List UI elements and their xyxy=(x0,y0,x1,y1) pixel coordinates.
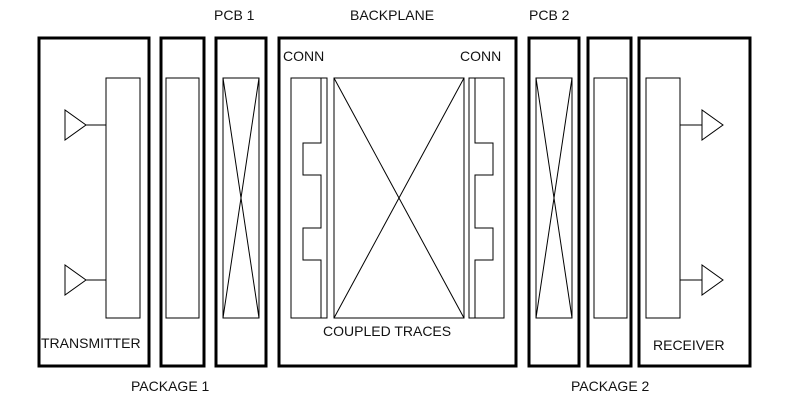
package2-label: PACKAGE 2 xyxy=(571,378,650,394)
pcb1-label: PCB 1 xyxy=(214,7,255,23)
pcb1-block xyxy=(214,36,268,368)
driver-buffer-bottom-icon xyxy=(64,264,106,296)
package1-outline xyxy=(159,36,206,368)
pcb2-label: PCB 2 xyxy=(529,7,570,23)
backplane-block xyxy=(277,36,518,368)
transmitter-label: TRANSMITTER xyxy=(41,335,141,351)
package1-block xyxy=(159,36,206,368)
connector-right-label: CONN xyxy=(460,48,502,64)
receiver-block xyxy=(637,36,752,368)
transmitter-block xyxy=(37,36,151,368)
package2-inner xyxy=(593,77,628,319)
connector-left-label: CONN xyxy=(283,48,325,64)
coupled-traces xyxy=(333,77,465,319)
receiver-bus-bar xyxy=(645,77,681,319)
connector-right xyxy=(468,77,505,319)
pcb1-trace xyxy=(222,77,260,319)
pcb2-cross-b xyxy=(535,77,573,319)
connector-left xyxy=(290,77,328,319)
package2-block xyxy=(586,36,633,368)
transmitter-outline xyxy=(37,36,151,368)
pcb2-block xyxy=(527,36,581,368)
backplane-label: BACKPLANE xyxy=(350,7,435,23)
transmitter-bus-bar xyxy=(105,77,141,319)
pcb1-outline xyxy=(214,36,268,368)
receiver-buffer-bottom-icon xyxy=(680,264,724,296)
pcb2-trace xyxy=(535,77,573,319)
driver-buffer-top-icon xyxy=(64,109,106,141)
package2-outline xyxy=(586,36,633,368)
pcb2-outline xyxy=(527,36,581,368)
receiver-outline xyxy=(637,36,752,368)
receiver-buffer-top-icon xyxy=(680,109,724,141)
coupled-traces-label: COUPLED TRACES xyxy=(323,323,452,339)
backplane-outline xyxy=(277,36,518,368)
pcb1-cross-b xyxy=(222,77,260,319)
package1-inner xyxy=(165,77,200,319)
receiver-label: RECEIVER xyxy=(653,337,725,353)
package1-label: PACKAGE 1 xyxy=(131,378,210,394)
